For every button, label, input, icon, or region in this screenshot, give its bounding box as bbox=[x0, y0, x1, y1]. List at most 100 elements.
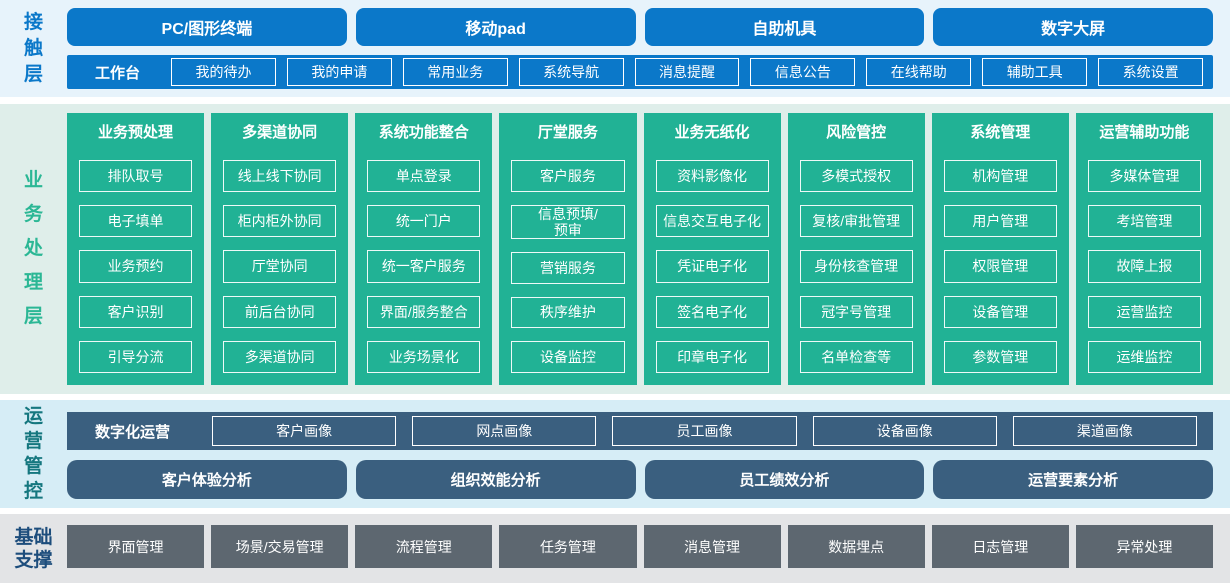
module-item: 信息交互电子化 bbox=[655, 205, 769, 238]
workbench-item-message-reminder: 消息提醒 bbox=[634, 58, 740, 86]
workbench-item-my-application: 我的申请 bbox=[286, 58, 392, 86]
column-paperless-business: 业务无纸化 资料影像化 信息交互电子化 凭证电子化 签名电子化 印章电子化 bbox=[643, 113, 781, 385]
module-item: 客户识别 bbox=[79, 295, 193, 328]
foundation-layer-label-col: 基础支撑 bbox=[0, 514, 67, 583]
business-layer-label-col: 业务处理层 bbox=[0, 104, 67, 394]
column-title: 多渠道协同 bbox=[242, 124, 318, 141]
column-business-preprocessing: 业务预处理 排队取号 电子填单 业务预约 客户识别 引导分流 bbox=[67, 113, 205, 385]
workbench-item-info-notice: 信息公告 bbox=[750, 58, 856, 86]
column-title: 业务预处理 bbox=[98, 124, 174, 141]
foundation-item-log-management: 日志管理 bbox=[931, 525, 1069, 568]
operation-layer-label-col: 运营管控 bbox=[0, 400, 67, 508]
workbench-item-system-nav: 系统导航 bbox=[518, 58, 624, 86]
terminal-self-service: 自助机具 bbox=[644, 8, 925, 46]
foundation-layer-label: 基础支撑 bbox=[14, 526, 53, 571]
module-item: 设备管理 bbox=[943, 295, 1057, 328]
workbench-label: 工作台 bbox=[95, 64, 141, 82]
terminal-row: PC/图形终端 移动pad 自助机具 数字大屏 bbox=[67, 8, 1213, 46]
column-multi-channel-collaboration: 多渠道协同 线上线下协同 柜内柜外协同 厅堂协同 前后台协同 多渠道协同 bbox=[211, 113, 349, 385]
module-item: 信息预填/ 预审 bbox=[511, 204, 625, 239]
terminal-digital-screen: 数字大屏 bbox=[933, 8, 1213, 46]
module-item: 参数管理 bbox=[943, 340, 1057, 374]
digital-operation-bar: 数字化运营 客户画像 网点画像 员工画像 设备画像 渠道画像 bbox=[67, 412, 1213, 450]
digital-operation-label: 数字化运营 bbox=[95, 423, 171, 441]
analysis-operation-elements: 运营要素分析 bbox=[933, 460, 1213, 499]
module-item: 资料影像化 bbox=[655, 160, 769, 193]
column-title: 系统管理 bbox=[970, 124, 1031, 141]
module-item: 机构管理 bbox=[943, 160, 1057, 193]
column-system-management: 系统管理 机构管理 用户管理 权限管理 设备管理 参数管理 bbox=[931, 113, 1069, 385]
workbench-item-common-business: 常用业务 bbox=[402, 58, 508, 86]
module-item: 印章电子化 bbox=[655, 340, 769, 374]
business-layer-label: 业务处理层 bbox=[23, 170, 43, 327]
module-item: 多媒体管理 bbox=[1087, 160, 1201, 193]
column-hall-service: 厅堂服务 客户服务 信息预填/ 预审 营销服务 秩序维护 设备监控 bbox=[499, 113, 637, 385]
module-item: 业务场景化 bbox=[367, 340, 481, 374]
workbench-bar: 工作台 我的待办 我的申请 常用业务 系统导航 消息提醒 信息公告 在线帮助 辅… bbox=[67, 55, 1213, 89]
module-item: 故障上报 bbox=[1087, 250, 1201, 283]
column-title: 风险管控 bbox=[826, 124, 887, 141]
operation-layer-band: 运营管控 数字化运营 客户画像 网点画像 员工画像 设备画像 渠道画像 客户体验… bbox=[0, 400, 1230, 508]
foundation-item-data-tracking: 数据埋点 bbox=[787, 525, 925, 568]
portrait-item-channel: 渠道画像 bbox=[1012, 416, 1198, 446]
foundation-item-exception-handling: 异常处理 bbox=[1075, 525, 1213, 568]
foundation-item-ui-management: 界面管理 bbox=[67, 525, 205, 568]
contact-layer-label: 接触层 bbox=[23, 11, 43, 85]
contact-layer-band: 接触层 PC/图形终端 移动pad 自助机具 数字大屏 工作台 我的待办 我的申… bbox=[0, 0, 1230, 97]
workbench-item-aux-tools: 辅助工具 bbox=[982, 58, 1088, 86]
terminal-mobile-pad: 移动pad bbox=[355, 8, 636, 46]
workbench-item-my-todo: 我的待办 bbox=[171, 58, 276, 86]
terminal-pc: PC/图形终端 bbox=[67, 8, 347, 46]
module-item: 用户管理 bbox=[943, 205, 1057, 238]
analysis-row: 客户体验分析 组织效能分析 员工绩效分析 运营要素分析 bbox=[67, 460, 1213, 499]
workbench-item-online-help: 在线帮助 bbox=[866, 58, 972, 86]
operation-layer-label: 运营管控 bbox=[23, 406, 43, 502]
module-item: 设备监控 bbox=[511, 341, 625, 373]
module-item: 运维监控 bbox=[1087, 340, 1201, 374]
analysis-customer-experience: 客户体验分析 bbox=[67, 460, 347, 499]
foundation-item-process-management: 流程管理 bbox=[355, 525, 493, 568]
portrait-item-branch: 网点画像 bbox=[412, 416, 597, 446]
business-layer-band: 业务处理层 业务预处理 排队取号 电子填单 业务预约 客户识别 引导分流 多渠道… bbox=[0, 104, 1230, 394]
module-item: 客户服务 bbox=[511, 160, 625, 192]
module-item: 营销服务 bbox=[511, 251, 625, 284]
column-title: 厅堂服务 bbox=[537, 124, 598, 141]
column-system-function-integration: 系统功能整合 单点登录 统一门户 统一客户服务 界面/服务整合 业务场景化 bbox=[355, 113, 493, 385]
foundation-layer-band: 基础支撑 界面管理 场景/交易管理 流程管理 任务管理 消息管理 数据埋点 日志… bbox=[0, 514, 1230, 583]
module-item: 单点登录 bbox=[367, 160, 481, 193]
workbench-item-system-settings: 系统设置 bbox=[1098, 58, 1204, 86]
module-item: 考培管理 bbox=[1087, 205, 1201, 238]
column-risk-control: 风险管控 多模式授权 复核/审批管理 身份核查管理 冠字号管理 名单检查等 bbox=[787, 113, 925, 385]
module-item: 引导分流 bbox=[79, 340, 193, 374]
portrait-item-customer: 客户画像 bbox=[212, 416, 397, 446]
operation-layer-content: 数字化运营 客户画像 网点画像 员工画像 设备画像 渠道画像 客户体验分析 组织… bbox=[67, 400, 1213, 508]
contact-layer-label-col: 接触层 bbox=[0, 0, 67, 97]
module-item: 签名电子化 bbox=[655, 295, 769, 328]
module-item: 名单检查等 bbox=[799, 340, 913, 374]
module-item: 业务预约 bbox=[79, 250, 193, 283]
column-title: 系统功能整合 bbox=[378, 124, 469, 141]
module-item: 线上线下协同 bbox=[223, 160, 337, 193]
module-item: 权限管理 bbox=[943, 250, 1057, 283]
column-operation-auxiliary-functions: 运营辅助功能 多媒体管理 考培管理 故障上报 运营监控 运维监控 bbox=[1075, 113, 1213, 385]
portrait-item-device: 设备画像 bbox=[812, 416, 997, 446]
module-item: 复核/审批管理 bbox=[799, 205, 913, 238]
module-item: 前后台协同 bbox=[223, 295, 337, 328]
module-item: 多渠道协同 bbox=[223, 340, 337, 374]
foundation-item-task-management: 任务管理 bbox=[499, 525, 637, 568]
module-item: 多模式授权 bbox=[799, 160, 913, 193]
module-item: 统一客户服务 bbox=[367, 250, 481, 283]
module-item: 厅堂协同 bbox=[223, 250, 337, 283]
analysis-org-efficiency: 组织效能分析 bbox=[355, 460, 636, 499]
module-item: 身份核查管理 bbox=[799, 250, 913, 283]
contact-layer-content: PC/图形终端 移动pad 自助机具 数字大屏 工作台 我的待办 我的申请 常用… bbox=[67, 0, 1213, 97]
module-item: 凭证电子化 bbox=[655, 250, 769, 283]
module-item: 电子填单 bbox=[79, 205, 193, 238]
module-item: 统一门户 bbox=[367, 205, 481, 238]
column-title: 运营辅助功能 bbox=[1099, 124, 1190, 141]
foundation-row: 界面管理 场景/交易管理 流程管理 任务管理 消息管理 数据埋点 日志管理 异常… bbox=[67, 525, 1213, 568]
module-item: 冠字号管理 bbox=[799, 295, 913, 328]
module-item: 柜内柜外协同 bbox=[223, 205, 337, 238]
module-item: 排队取号 bbox=[79, 160, 193, 193]
